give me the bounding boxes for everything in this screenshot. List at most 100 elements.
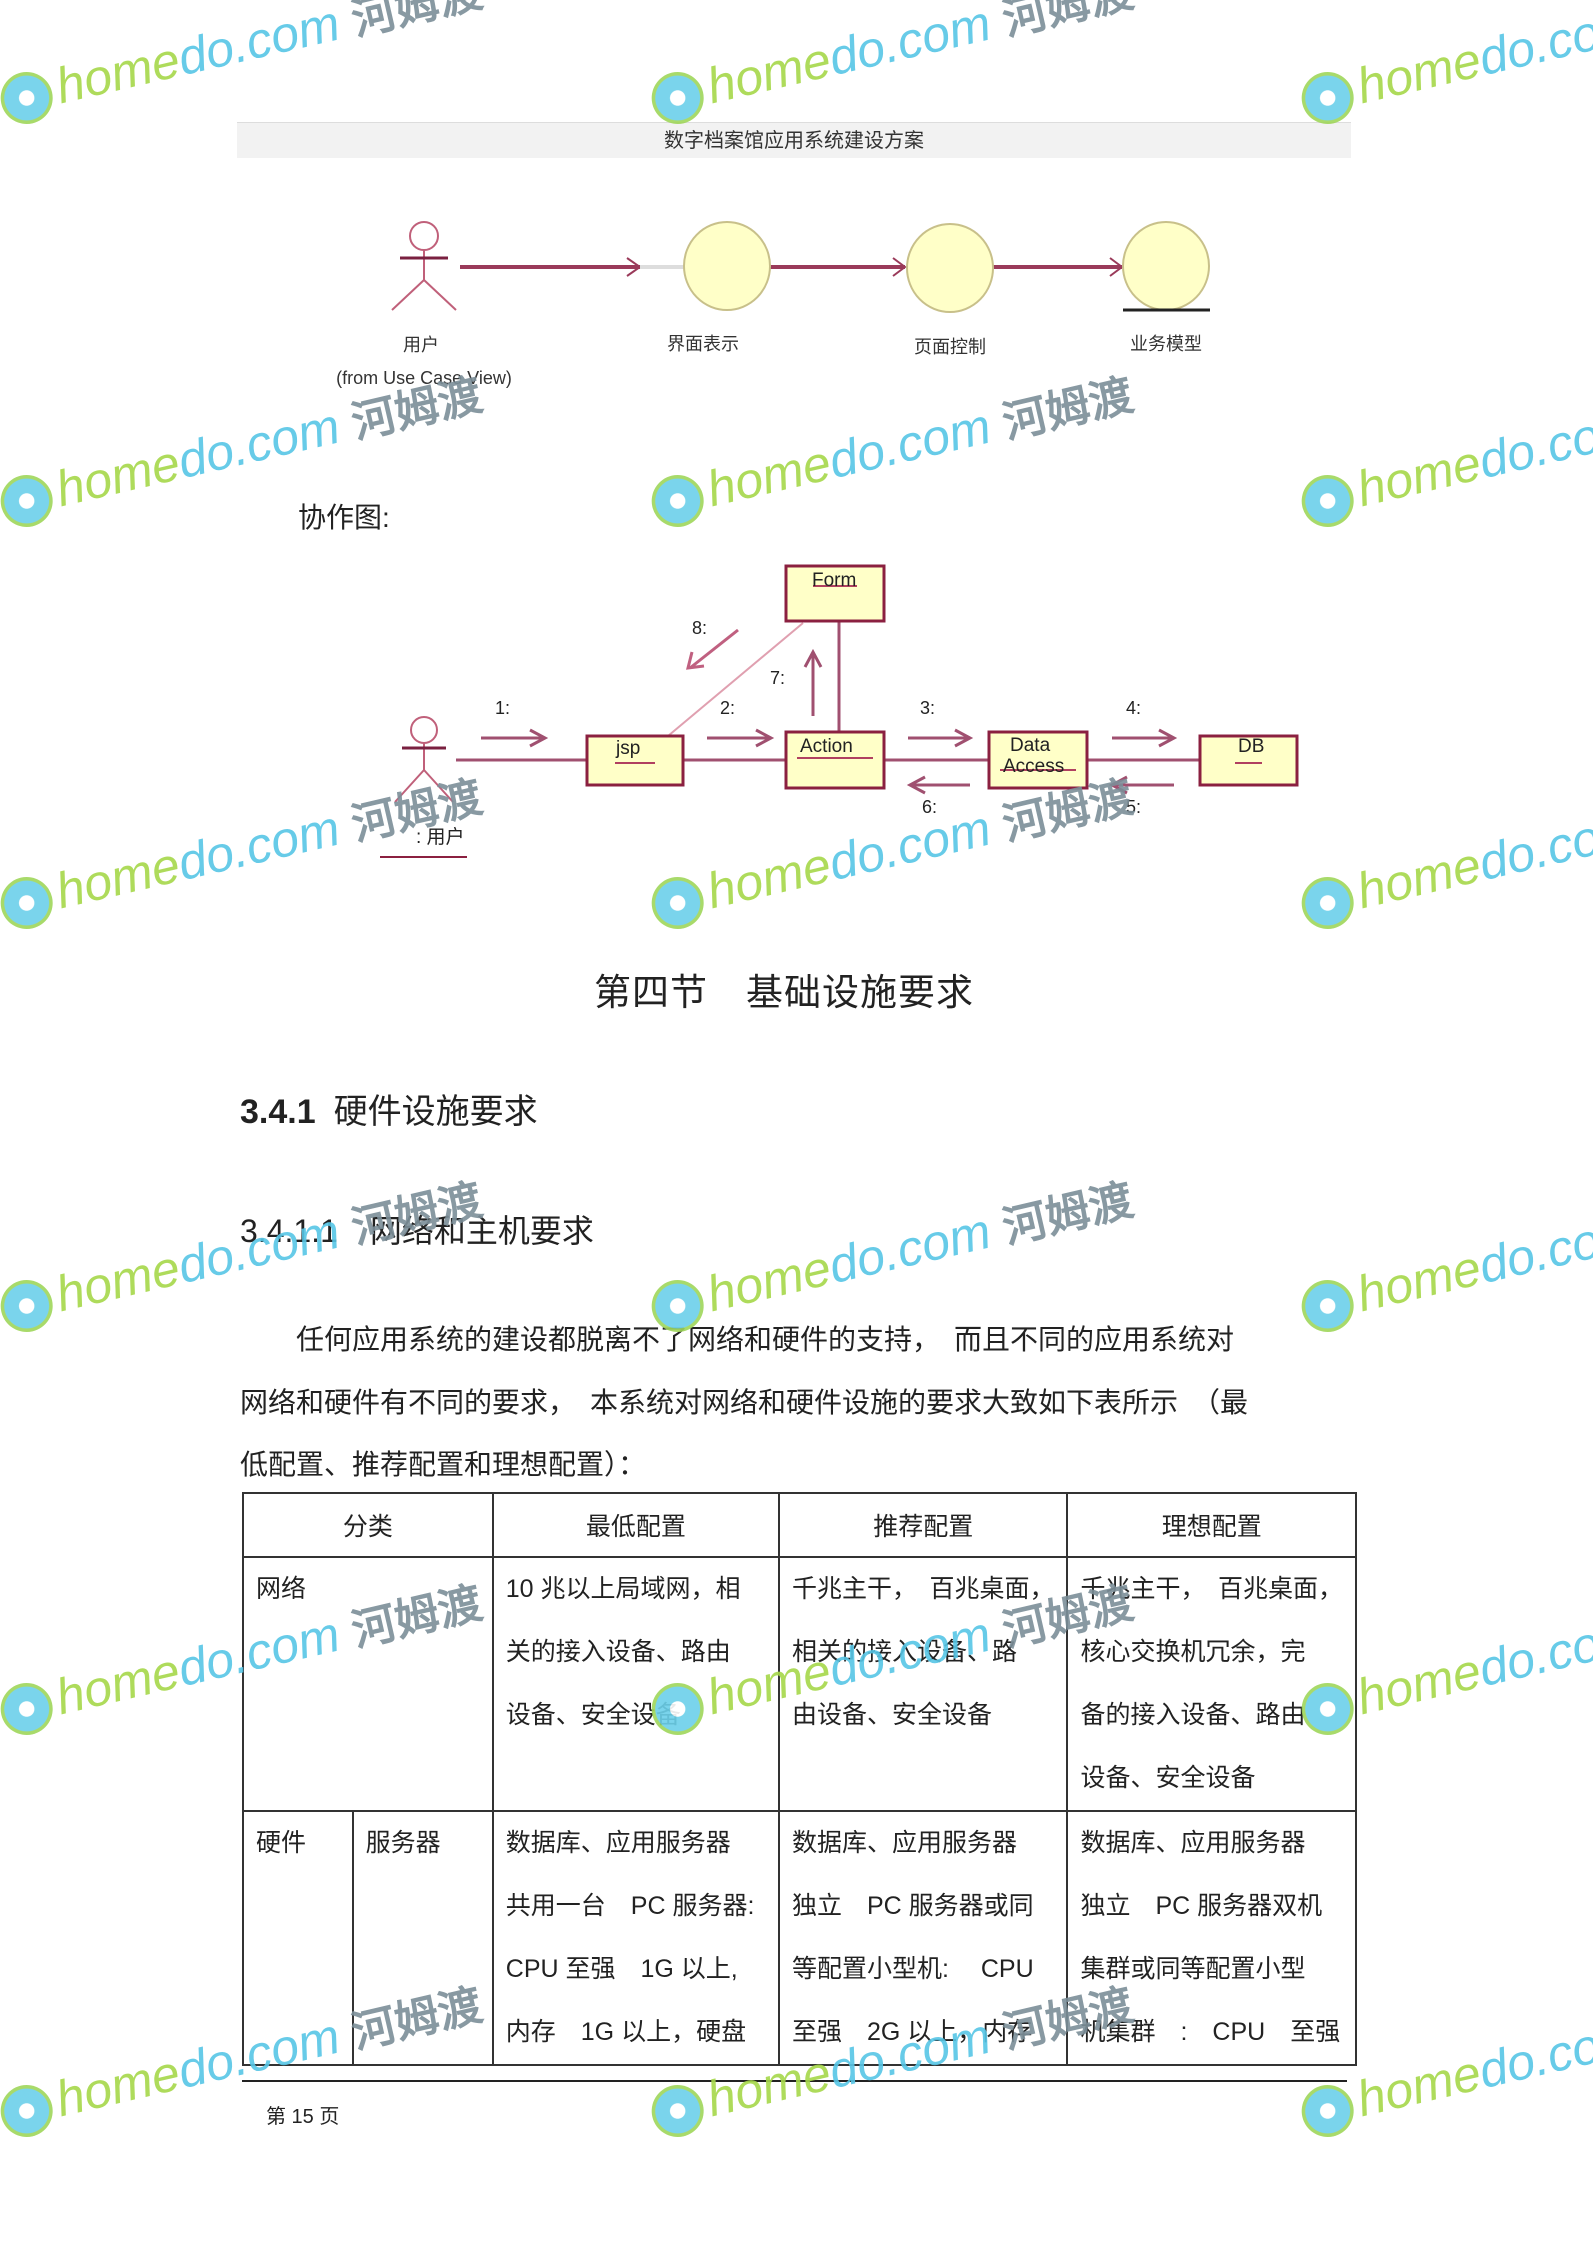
action-label: Action [800,736,853,757]
flower-icon [1296,469,1359,532]
header-cell: 理想配置 [1066,1492,1357,1558]
wm-text: home [701,434,837,518]
paragraph-line: 低配置、推荐配置和理想配置）： [240,1449,647,1480]
entity-node-icon [1122,221,1210,311]
data-access-label-2: Access [1003,756,1065,777]
actor-label: 用户 [403,335,439,355]
wm-text: home [50,1642,186,1726]
flower-icon [0,2079,58,2142]
message-arrows [481,628,1178,795]
db-object [1198,734,1299,787]
cell-line: 关的接入设备、路由 [505,1638,731,1666]
wm-text: home [1351,1239,1487,1323]
category-cell: 网络 [256,1575,307,1603]
flower-icon [0,469,58,532]
flower-icon [646,469,709,532]
db-label: DB [1238,736,1265,757]
cell-line: 设备、安全设备 [1080,1764,1256,1792]
cell-line: 10 兆以上局域网，相 [505,1575,741,1603]
section-title: 第四节 基础设施要求 [594,972,974,1013]
node-label: 界面表示 [667,334,739,354]
cell-line: 数据库、应用服务器 [505,1829,731,1857]
wm-text: home [1351,2044,1487,2128]
cell-line: 千兆主干， 百兆桌面， [791,1575,1055,1603]
footer-divider [242,2080,1347,2082]
msg-label: 2: [720,698,736,718]
msg-label: 6: [922,797,938,817]
hardware-requirements-table: 分类 最低配置 推荐配置 理想配置 网络 10 兆以上局域网，相关的接入设备、路… [242,1492,1357,2066]
cell-line: CPU 至强 1G 以上, [505,1955,738,1983]
header-cell: 分类 [242,1492,494,1558]
jsp-object [585,734,685,787]
analysis-class-diagram [391,221,1210,313]
paragraph-line: 任何应用系统的建设都脱离不了网络和硬件的支持， 而且不同的应用系统对 [240,1324,1235,1355]
msg-label: 1: [495,698,511,718]
wm-text: home [50,2044,186,2128]
flower-icon [646,2079,709,2142]
cell-line: 核心交换机冗余，完 [1080,1638,1306,1666]
flower-icon [646,871,709,934]
table-row: 硬件 服务器 数据库、应用服务器共用一台 PC 服务器:CPU 至强 1G 以上… [242,1810,1357,2066]
cell-line: 等配置小型机: CPU [791,1955,1034,1983]
collaboration-diagram [380,564,1299,858]
wm-text: 河姆渡 [998,1175,1138,1254]
flower-icon [1296,1274,1359,1337]
wm-text: home [1351,434,1487,518]
cell-line: 由设备、安全设备 [791,1701,992,1729]
wm-text: home [50,1239,186,1323]
flower-icon [0,871,58,934]
paragraph-line: 网络和硬件有不同的要求， 本系统对网络和硬件设施的要求大致如下表所示 （最 [240,1387,1249,1418]
form-object [784,564,886,623]
collab-title: 协作图: [298,502,390,533]
cell-line: 千兆主干， 百兆桌面， [1080,1575,1343,1603]
msg-label: 8: [692,618,708,638]
actor-note: (from Use Case View) [336,368,512,388]
homedo-watermark-logo: homedo.com 河姆渡 [644,1164,1139,1337]
msg-label: 5: [1126,797,1142,817]
category-cell: 硬件 [256,1829,307,1857]
subsection-text: 硬件设施要求 [333,1093,538,1131]
table-row: 网络 10 兆以上局域网，相关的接入设备、路由设备、安全设备 千兆主干， 百兆桌… [242,1556,1357,1812]
wm-text: home [1351,1642,1487,1726]
boundary-node-icon [683,221,771,311]
jsp-label: jsp [616,738,641,759]
header-cell: 推荐配置 [777,1492,1069,1558]
subsection-number: 3.4.1 [240,1093,316,1131]
header-cell: 最低配置 [491,1492,780,1558]
page-number: 第 15 页 [266,2106,340,2128]
cell-line: 至强 2G 以上，内存 [791,2018,1033,2046]
actor-user-icon [394,716,454,803]
wm-text: do.com [823,1202,996,1295]
wm-text: do.com [1473,1605,1593,1698]
cell-line: 机集群 : CPU 至强 [1080,2018,1341,2046]
wm-text: do.com [1473,2007,1593,2100]
cell-line: 独立 PC 服务器或同 [791,1892,1034,1920]
action-object [784,730,886,790]
node-label: 页面控制 [914,337,986,357]
table-header-row: 分类 最低配置 推荐配置 理想配置 [242,1492,1357,1558]
subsubsection-heading: 3.4.1.1 网络和主机要求 [240,1213,594,1249]
subcategory-cell: 服务器 [365,1829,441,1857]
flower-icon [0,1274,58,1337]
homedo-watermark-logo: homedo.com 河姆渡 [1294,1164,1593,1337]
association-arrows [460,257,1124,277]
cell-line: 内存 1G 以上，硬盘 [505,2018,747,2046]
msg-label: 4: [1126,698,1142,718]
subsection-heading: 3.4.1 硬件设施要求 [240,1084,538,1133]
flower-icon [1296,2079,1359,2142]
page-header: 数字档案馆应用系统建设方案 [237,122,1351,158]
flower-icon [0,1677,58,1740]
cell-line: 数据库、应用服务器 [1080,1829,1306,1857]
form-label: Form [812,570,857,591]
cell-line: 设备、安全设备 [505,1701,681,1729]
actor-label: : 用户 [416,827,465,848]
wm-text: do.com [1473,1202,1593,1295]
wm-text: home [50,434,186,518]
cell-line: 共用一台 PC 服务器: [505,1892,755,1920]
msg-label: 3: [920,698,936,718]
cell-line: 独立 PC 服务器双机 [1080,1892,1323,1920]
cell-line: 备的接入设备、路由 [1080,1701,1306,1729]
cell-line: 数据库、应用服务器 [791,1829,1017,1857]
actor-user-icon [391,221,457,311]
flower-icon [1296,871,1359,934]
